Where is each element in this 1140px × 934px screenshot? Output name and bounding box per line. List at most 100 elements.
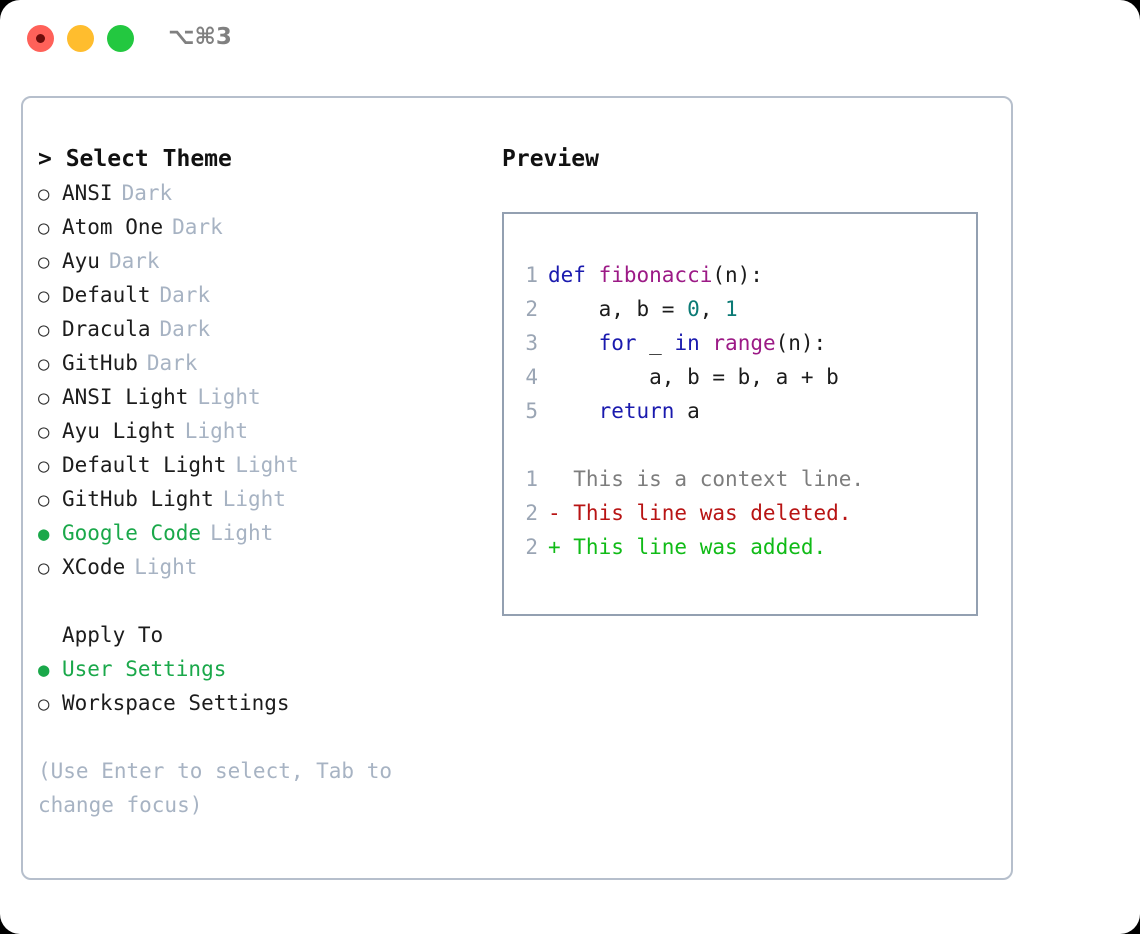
- code-token-fn: fibonacci: [598, 263, 713, 287]
- apply-to-marker-placeholder: ○: [38, 618, 62, 652]
- radio-selected-icon: ●: [38, 523, 50, 545]
- code-token-pl: _: [636, 331, 675, 355]
- code-token-num: 0: [687, 297, 700, 321]
- theme-variant-tag: Dark: [121, 181, 173, 205]
- title-bar: ⌥⌘3: [0, 0, 1140, 78]
- code-token-pl: [700, 331, 713, 355]
- diff-line: 2 + This line was added.: [504, 530, 976, 564]
- theme-option-row[interactable]: ○ ANSI Dark: [38, 176, 498, 210]
- line-number: 2: [525, 535, 538, 559]
- theme-variant-tag: Dark: [146, 351, 198, 375]
- select-theme-prompt: > Select Theme: [38, 146, 232, 172]
- theme-variant-tag: Light: [210, 521, 274, 545]
- diff-line-text-add: + This line was added.: [548, 535, 827, 559]
- apply-to-option-list: ●User Settings ○ Workspace Settings: [38, 652, 498, 720]
- code-token-pl: a: [674, 399, 700, 423]
- code-token-kw: in: [674, 331, 700, 355]
- theme-option-label: ANSI: [62, 181, 113, 205]
- theme-variant-tag: Dark: [108, 249, 160, 273]
- radio-unselected-icon: ○: [38, 489, 50, 511]
- theme-option-label: GitHub: [62, 351, 138, 375]
- apply-to-header-label: Apply To: [62, 623, 164, 647]
- line-number: 3: [525, 331, 538, 355]
- radio-unselected-icon: ○: [38, 353, 50, 375]
- apply-to-option-label: User Settings: [62, 657, 227, 681]
- theme-option-row[interactable]: ○ GitHub Dark: [38, 346, 498, 380]
- theme-option-label: Default: [62, 283, 151, 307]
- radio-unselected-icon: ○: [38, 455, 50, 477]
- theme-variant-tag: Light: [235, 453, 299, 477]
- close-window-button[interactable]: [27, 25, 54, 52]
- theme-option-row[interactable]: ○ Default Light Light: [38, 448, 498, 482]
- code-line: 5 return a: [504, 394, 976, 428]
- diff-line: 1 This is a context line.: [504, 462, 976, 496]
- preview-title: Preview: [502, 146, 599, 172]
- code-line: 3 for _ in range(n):: [504, 326, 976, 360]
- code-token-pl: [548, 331, 599, 355]
- diff-line-text-ctx: This is a context line.: [548, 467, 865, 491]
- code-line: 2 a, b = 0, 1: [504, 292, 976, 326]
- line-number: 4: [525, 365, 538, 389]
- theme-option-label: Ayu Light: [62, 419, 176, 443]
- code-line-text: a, b = b, a + b: [548, 360, 839, 394]
- theme-option-row[interactable]: ○ Ayu Dark: [38, 244, 498, 278]
- code-token-pl: (n):: [775, 331, 827, 355]
- maximize-window-button[interactable]: [107, 25, 134, 52]
- theme-option-label: Ayu: [62, 249, 100, 273]
- line-number: 2: [525, 501, 538, 525]
- theme-variant-tag: Dark: [159, 283, 211, 307]
- minimize-window-button[interactable]: [67, 25, 94, 52]
- diff-sample-block: 1 This is a context line. 2 - This line wa…: [504, 462, 976, 564]
- keyboard-shortcut-label: ⌥⌘3: [168, 24, 232, 50]
- radio-unselected-icon: ○: [38, 557, 50, 579]
- code-token-num: 1: [725, 297, 738, 321]
- code-token-kw: return: [598, 399, 675, 423]
- line-number: 1: [525, 263, 538, 287]
- theme-variant-tag: Light: [184, 419, 249, 443]
- apply-to-option-row[interactable]: ●User Settings: [38, 652, 498, 686]
- theme-variant-tag: Dark: [159, 317, 211, 341]
- code-token-pl: ,: [699, 297, 726, 321]
- code-token-kw: for: [598, 331, 637, 355]
- apply-to-header-row: ○ Apply To: [38, 618, 498, 652]
- keyboard-hint-text: (Use Enter to select, Tab to change focu…: [38, 759, 393, 817]
- line-number: 2: [525, 297, 538, 321]
- code-token-pl: a, b =: [548, 297, 688, 321]
- code-line: 4 a, b = b, a + b: [504, 360, 976, 394]
- theme-option-label: ANSI Light: [62, 385, 189, 409]
- radio-unselected-icon: ○: [38, 319, 50, 341]
- theme-option-row[interactable]: ○ Default Dark: [38, 278, 498, 312]
- code-line-text: for _ in range(n):: [548, 326, 827, 360]
- code-line-text: return a: [548, 394, 700, 428]
- radio-unselected-icon: ○: [38, 387, 50, 409]
- theme-option-label: Google Code: [62, 521, 202, 545]
- radio-unselected-icon: ○: [38, 693, 50, 715]
- code-line-text: a, b = 0, 1: [548, 292, 738, 326]
- theme-option-label: XCode: [62, 555, 126, 579]
- theme-option-label: GitHub Light: [62, 487, 214, 511]
- apply-to-option-row[interactable]: ○ Workspace Settings: [38, 686, 498, 720]
- radio-unselected-icon: ○: [38, 217, 50, 239]
- diff-line-text-del: - This line was deleted.: [548, 501, 852, 525]
- theme-option-row[interactable]: ● Google Code Light: [38, 516, 498, 550]
- radio-unselected-icon: ○: [38, 183, 50, 205]
- theme-variant-tag: Dark: [172, 215, 223, 239]
- apply-to-option-label: Workspace Settings: [62, 691, 290, 715]
- code-token-pl: [548, 399, 599, 423]
- radio-unselected-icon: ○: [38, 251, 50, 273]
- radio-unselected-icon: ○: [38, 285, 50, 307]
- theme-option-label: Default Light: [62, 453, 227, 477]
